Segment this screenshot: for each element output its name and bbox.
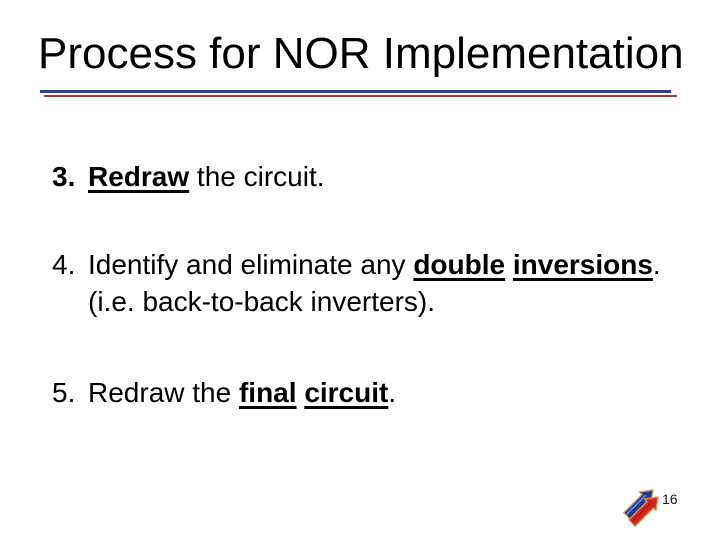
slide-title: Process for NOR Implementation bbox=[38, 29, 684, 78]
text-segment: . bbox=[652, 249, 661, 280]
text-segment: final bbox=[238, 377, 297, 408]
list-item: 5. Redraw the final circuit. bbox=[52, 375, 696, 412]
text-segment: Identify and eliminate any bbox=[88, 249, 414, 280]
page-number: 16 bbox=[662, 491, 678, 507]
separator-line-red bbox=[44, 95, 677, 97]
text-segment: . bbox=[388, 377, 397, 408]
text-segment: Redraw the bbox=[88, 377, 239, 408]
list-item: 3. Redraw the circuit. bbox=[52, 159, 696, 196]
separator-line-blue bbox=[40, 90, 671, 93]
slide-footer: 16 bbox=[617, 487, 707, 535]
item-number: 4. bbox=[52, 249, 76, 280]
text-segment: double bbox=[413, 249, 506, 280]
list-item: 4. Identify and eliminate any double inve… bbox=[52, 247, 696, 321]
text-segment: inversions bbox=[512, 249, 653, 280]
text-segment: Redraw bbox=[88, 161, 190, 192]
double-arrow-icon bbox=[623, 489, 659, 527]
text-segment: the circuit. bbox=[189, 161, 325, 192]
text-segment: circuit bbox=[304, 377, 389, 408]
text-segment: (i.e. back-to-back inverters). bbox=[88, 285, 435, 317]
item-number: 3. bbox=[52, 161, 76, 192]
item-number: 5. bbox=[52, 377, 76, 408]
text-segment bbox=[505, 249, 513, 280]
